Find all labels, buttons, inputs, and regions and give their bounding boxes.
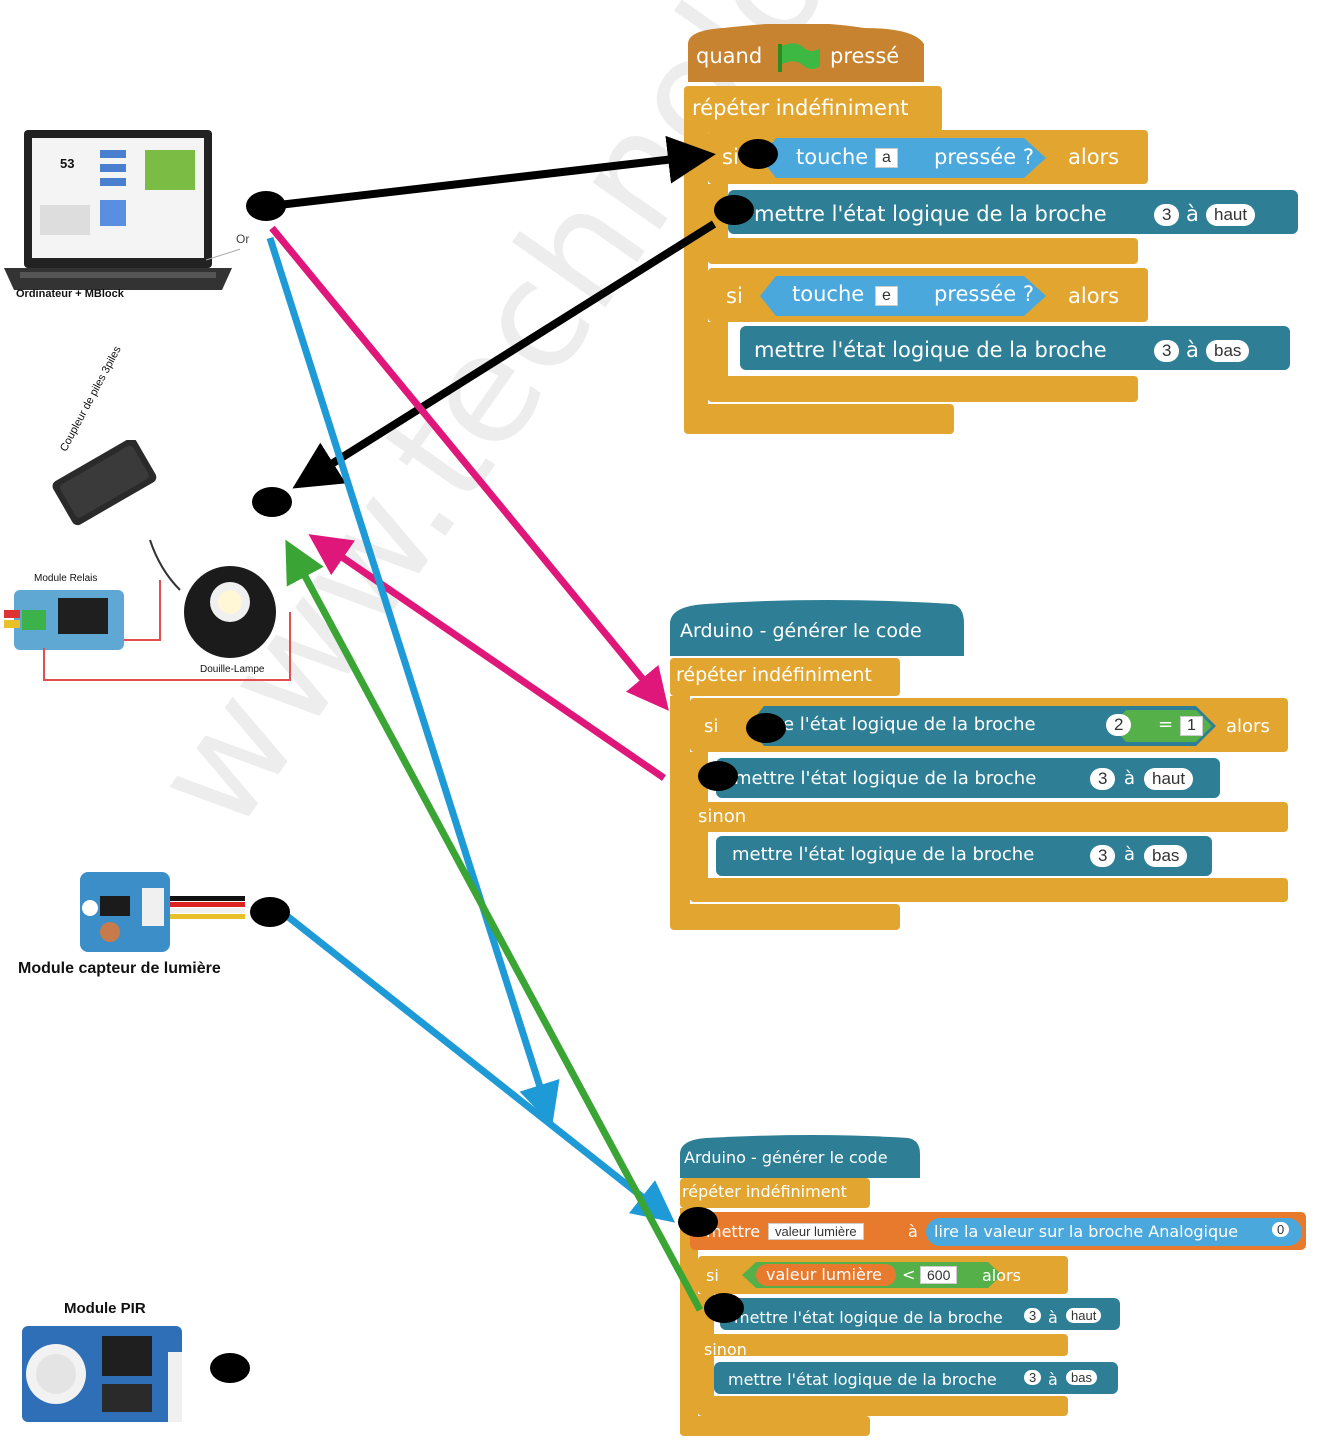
script3-blocks bbox=[680, 1135, 1306, 1436]
script1-if2-alors: alors bbox=[1068, 284, 1120, 308]
script1-hat-right: pressé bbox=[830, 44, 900, 68]
script3-cond-var: valeur lumière bbox=[766, 1265, 882, 1284]
script3-set1: mettre l'état logique de la broche bbox=[734, 1308, 1003, 1327]
script2-eq: = bbox=[1158, 714, 1174, 735]
script3-alors: alors bbox=[982, 1266, 1021, 1285]
lamp-label: Douille-Lampe bbox=[200, 664, 265, 675]
script2-sinon: sinon bbox=[698, 806, 747, 827]
script1-if1-alors: alors bbox=[1068, 145, 1120, 169]
script1-set1-val[interactable]: haut bbox=[1206, 204, 1256, 226]
script2-eq-val[interactable]: 1 bbox=[1180, 716, 1203, 736]
script2-set1-pin: 3 bbox=[1090, 768, 1116, 790]
script2-alors: alors bbox=[1226, 716, 1270, 737]
arrow-script1-set-to-lamp bbox=[292, 220, 717, 489]
pir-sensor-image bbox=[22, 1326, 182, 1422]
script3-mettre: mettre bbox=[706, 1222, 761, 1241]
script3-hat: Arduino - générer le code bbox=[684, 1148, 888, 1167]
dot-script1-if[interactable] bbox=[738, 139, 778, 169]
dot-script2-if[interactable] bbox=[746, 713, 786, 743]
script1-set2-pin: 3 bbox=[1154, 340, 1180, 362]
script3-set1-pin: 3 bbox=[1024, 1308, 1042, 1323]
script1-set1: mettre l'état logique de la broche bbox=[754, 202, 1107, 226]
script3-set2-val[interactable]: bas bbox=[1066, 1370, 1097, 1385]
relay-lamp-circuit-image bbox=[4, 440, 291, 681]
relay-label: Module Relais bbox=[34, 573, 98, 584]
script2-set2-a: à bbox=[1124, 844, 1136, 865]
script3-var[interactable]: valeur lumière bbox=[768, 1223, 864, 1240]
script3-set1-val[interactable]: haut bbox=[1066, 1308, 1102, 1323]
computer-image bbox=[4, 130, 240, 290]
script1-if1-si: si bbox=[722, 145, 739, 169]
script1-set2-a: à bbox=[1186, 338, 1199, 362]
script1-set2-val[interactable]: bas bbox=[1206, 340, 1250, 362]
script3-lt: < bbox=[902, 1265, 916, 1284]
script3-set2-pin: 3 bbox=[1024, 1370, 1042, 1385]
script1-set1-pin: 3 bbox=[1154, 204, 1180, 226]
script1-if2-cond: touche bbox=[792, 282, 865, 306]
green-flag-icon bbox=[778, 43, 820, 72]
script1-set2: mettre l'état logique de la broche bbox=[754, 338, 1107, 362]
script1-forever: répéter indéfiniment bbox=[692, 96, 909, 120]
script3-lt-val[interactable]: 600 bbox=[920, 1266, 958, 1284]
script2-cond-pin: 2 bbox=[1106, 714, 1132, 736]
computer-screen-number: 53 bbox=[60, 156, 75, 171]
dot-script2-set[interactable] bbox=[698, 761, 738, 791]
script3-read: lire la valeur sur la broche Analogique bbox=[934, 1222, 1239, 1241]
script3-sinon: sinon bbox=[704, 1340, 747, 1359]
script3-a: à bbox=[908, 1222, 918, 1241]
dot-script3-set[interactable] bbox=[704, 1293, 744, 1323]
script1-if1-cond: touche bbox=[796, 145, 869, 169]
arrow-computer-to-script3-blue bbox=[266, 236, 560, 1126]
arrow-computer-to-script2-if bbox=[269, 225, 669, 711]
arrow-script2-set-to-lamp bbox=[308, 534, 666, 781]
light-sensor-label: Module capteur de lumière bbox=[18, 960, 221, 977]
script2-set1: mettre l'état logique de la broche bbox=[734, 768, 1037, 789]
computer-label: Ordinateur + MBlock bbox=[16, 288, 124, 300]
script3-set2-a: à bbox=[1048, 1370, 1058, 1389]
connector-label: Or bbox=[236, 232, 250, 246]
script3-read-pin: 0 bbox=[1272, 1222, 1290, 1237]
script2-set2-val[interactable]: bas bbox=[1144, 845, 1188, 867]
dot-light-sensor[interactable] bbox=[250, 897, 290, 927]
script3-set2: mettre l'état logique de la broche bbox=[728, 1370, 997, 1389]
dot-script1-set[interactable] bbox=[714, 195, 754, 225]
script2-blocks bbox=[670, 600, 1288, 930]
script1-if2-si: si bbox=[726, 284, 743, 308]
dot-script3-mettre[interactable] bbox=[678, 1207, 718, 1237]
light-sensor-image bbox=[80, 872, 245, 952]
arrow-script3-set-to-lamp bbox=[285, 539, 704, 1312]
script3-set1-a: à bbox=[1048, 1308, 1058, 1327]
script1-if2-key[interactable]: e bbox=[875, 286, 898, 306]
script2-set1-a: à bbox=[1124, 768, 1136, 789]
script2-set2-pin: 3 bbox=[1090, 845, 1116, 867]
script1-if1-cond2: pressée ? bbox=[934, 145, 1034, 169]
script2-forever: répéter indéfiniment bbox=[676, 664, 872, 686]
script2-set2: mettre l'état logique de la broche bbox=[732, 844, 1035, 865]
dot-computer[interactable] bbox=[246, 191, 286, 221]
script2-si: si bbox=[704, 716, 719, 737]
dot-pir[interactable] bbox=[210, 1353, 250, 1383]
arrow-lightsensor-to-script3-mettre bbox=[279, 909, 675, 1223]
script2-cond: lire l'état logique de la broche bbox=[766, 714, 1036, 735]
script3-si: si bbox=[706, 1266, 719, 1285]
script1-set1-a: à bbox=[1186, 202, 1199, 226]
script2-set1-val[interactable]: haut bbox=[1144, 768, 1194, 790]
script1-hat-left: quand bbox=[696, 44, 763, 68]
script1-if1-key[interactable]: a bbox=[875, 148, 898, 168]
script3-forever: répéter indéfiniment bbox=[682, 1182, 847, 1201]
pir-label: Module PIR bbox=[64, 1300, 146, 1317]
script2-hat: Arduino - générer le code bbox=[680, 620, 922, 642]
script1-if2-cond2: pressée ? bbox=[934, 282, 1034, 306]
dot-lamp[interactable] bbox=[252, 487, 292, 517]
arrow-computer-to-script1-if bbox=[269, 135, 716, 210]
